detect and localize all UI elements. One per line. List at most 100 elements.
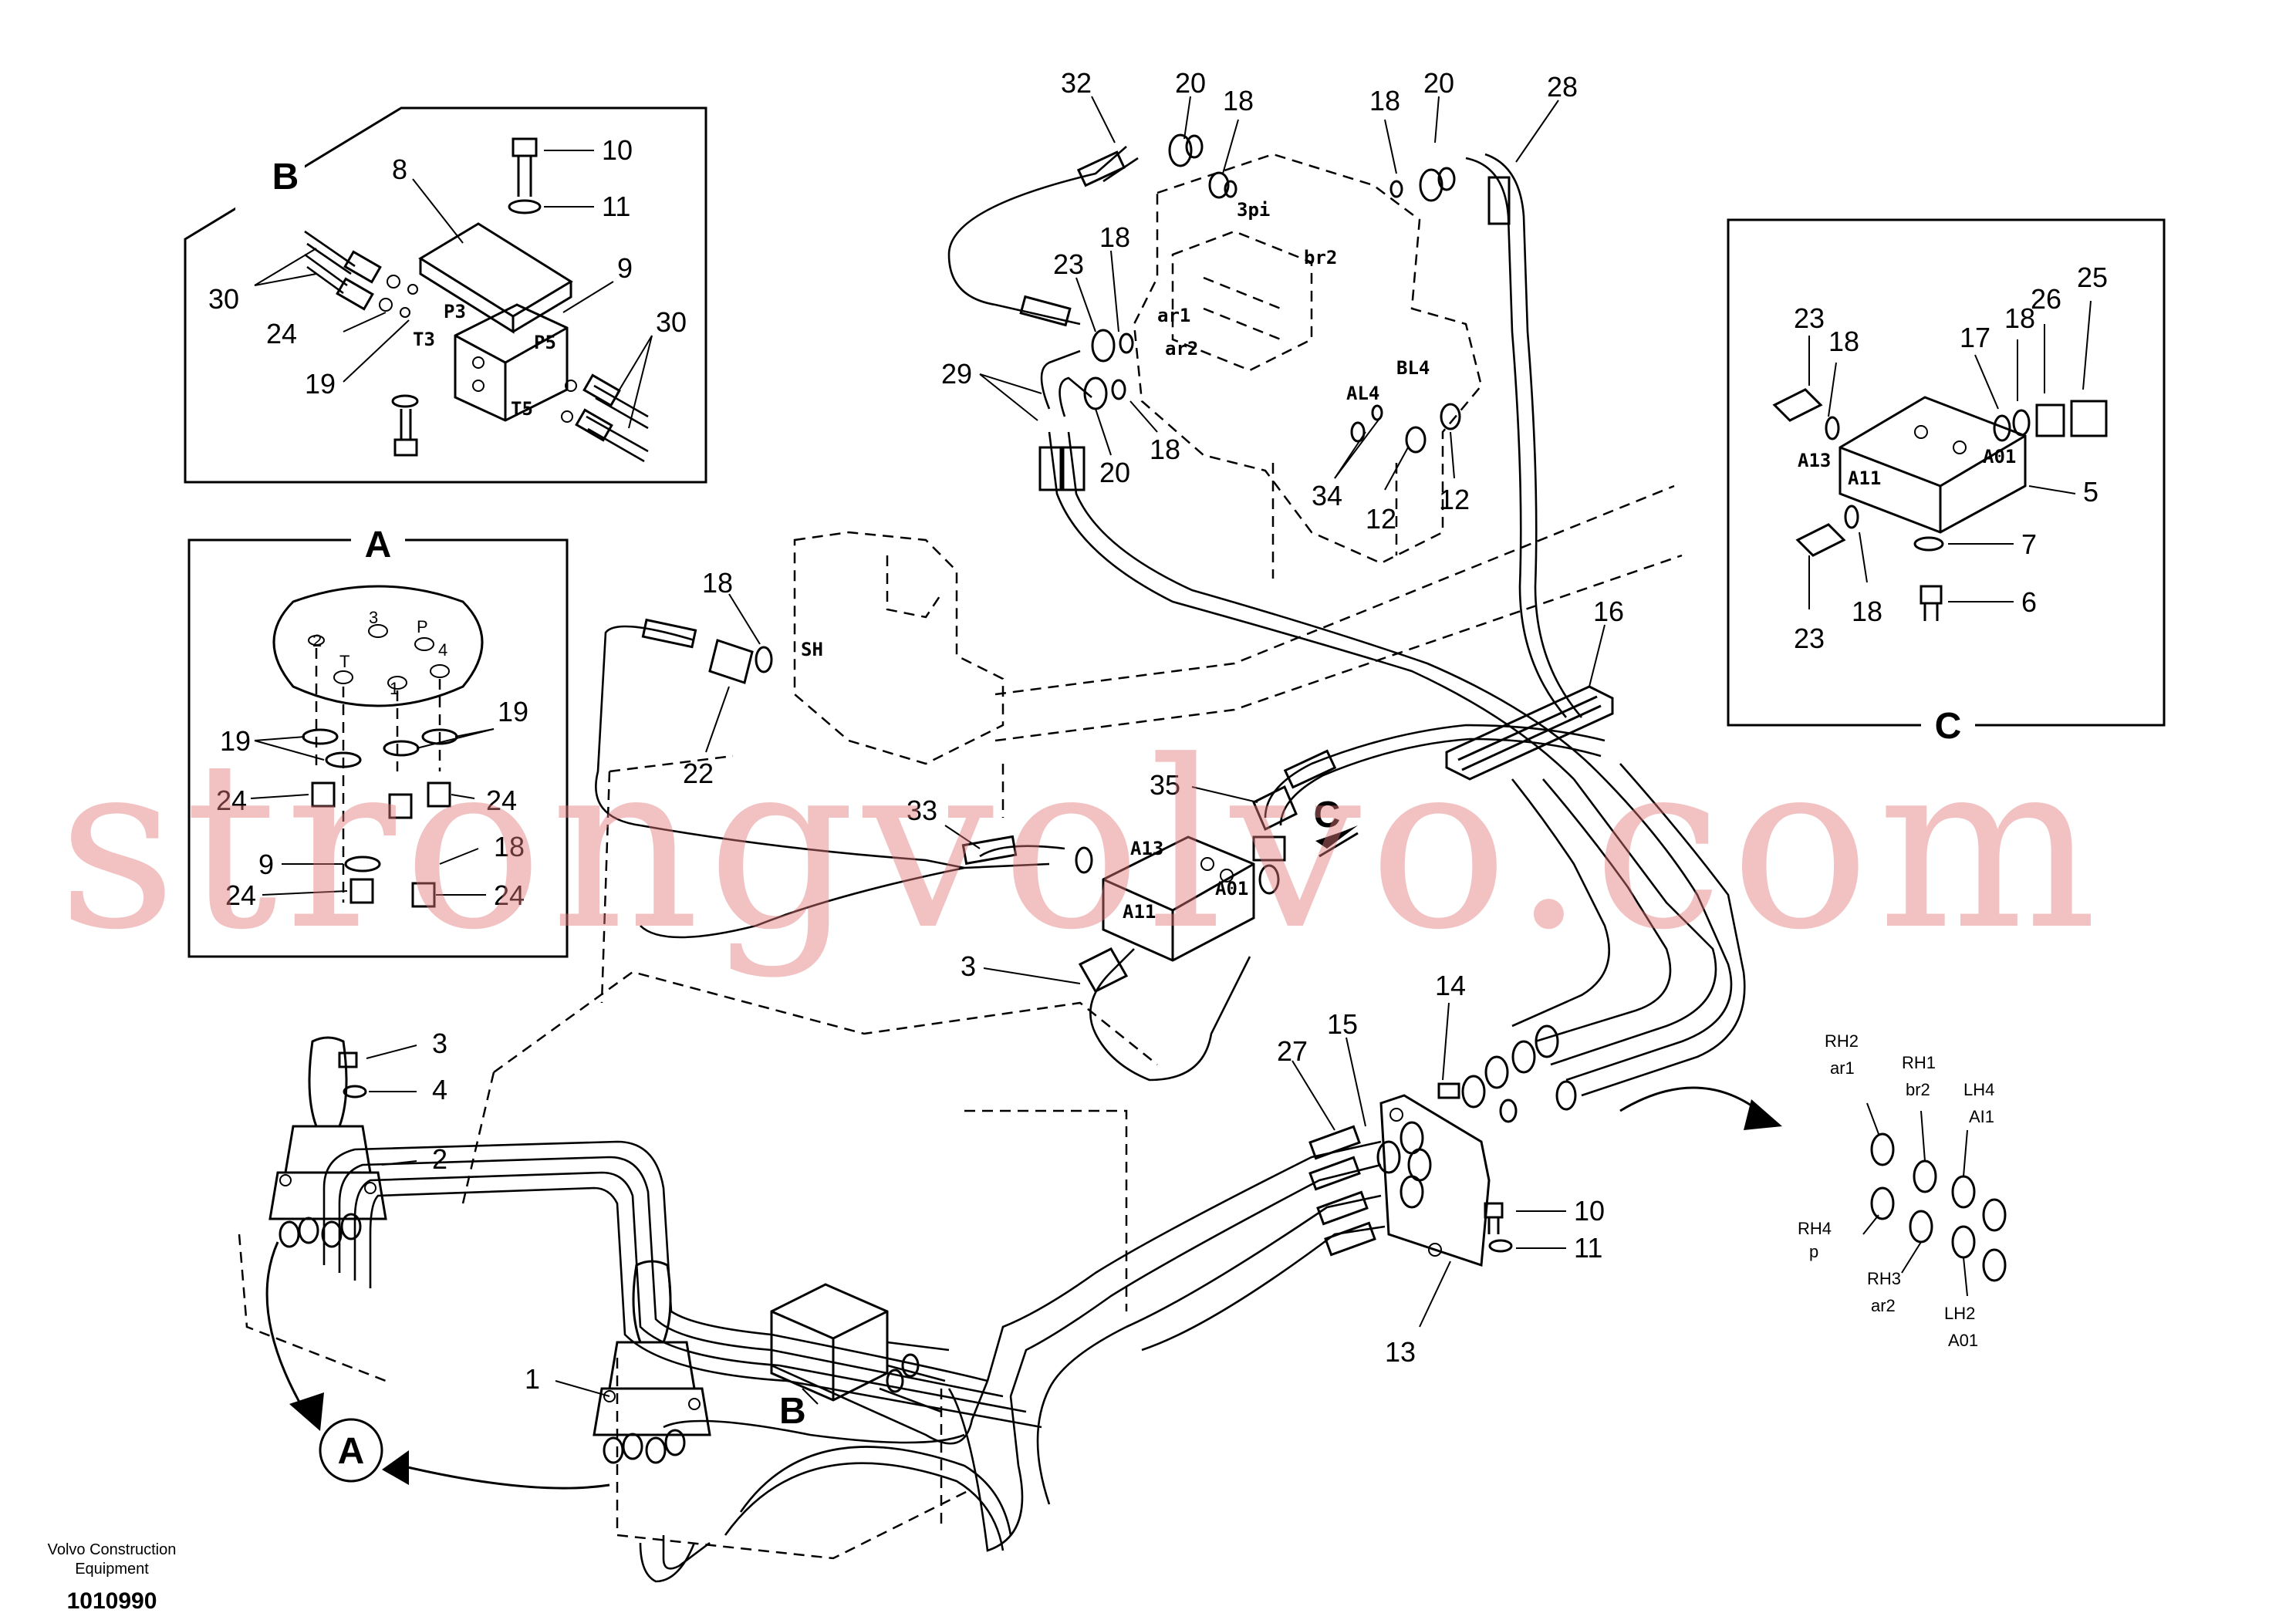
part-20-top-left: 20 — [1175, 67, 1206, 99]
map-lh2: LH2 — [1944, 1304, 1975, 1323]
part-3-joystick: 3 — [432, 1028, 447, 1059]
detail-view-b: B P3 T3 P5 T5 — [184, 106, 707, 484]
map-rh2: RH2 — [1825, 1031, 1859, 1051]
map-ai1: AI1 — [1969, 1107, 1994, 1126]
view-c-label: C — [1935, 706, 1962, 747]
map-rh1: RH1 — [1902, 1053, 1936, 1072]
c-port-a13: A13 — [1798, 450, 1831, 471]
callout-c-marker: C — [1314, 795, 1341, 835]
part-18-c-right: 18 — [2004, 302, 2035, 334]
port-p3: P3 — [444, 301, 466, 322]
c-port-a01: A01 — [1983, 446, 2016, 467]
part-9: 9 — [617, 252, 633, 284]
part-4: 4 — [432, 1074, 447, 1105]
part-22: 22 — [683, 758, 714, 789]
pad-port-3: 3 — [369, 608, 378, 627]
part-20-top-right: 20 — [1423, 67, 1454, 99]
part-34: 34 — [1312, 480, 1342, 511]
part-24-b: 24 — [266, 318, 297, 349]
part-12-right: 12 — [1439, 484, 1470, 515]
port-sh: SH — [801, 639, 823, 660]
part-33: 33 — [907, 795, 937, 826]
pad-port-4: 4 — [438, 640, 447, 660]
view-a-label: A — [365, 525, 392, 565]
part-18-main-upper: 18 — [1099, 221, 1130, 253]
part-27: 27 — [1277, 1035, 1308, 1067]
part-5: 5 — [2083, 476, 2098, 508]
company-line-2: Equipment — [75, 1561, 149, 1578]
c-port-a11: A11 — [1848, 467, 1881, 489]
drawing-number: 1010990 — [67, 1588, 157, 1614]
pad-port-2: 2 — [312, 631, 322, 650]
port-ar1: ar1 — [1157, 305, 1190, 326]
port-p5: P5 — [534, 332, 556, 353]
port-br2: br2 — [1304, 247, 1337, 268]
view-b-label: B — [272, 157, 299, 197]
watermark: strongvolvo.com — [58, 711, 2105, 980]
port-a11: A11 — [1123, 901, 1156, 923]
part-15: 15 — [1327, 1008, 1358, 1040]
connector-port-map: RH2 ar1 RH1 br2 LH4 AI1 RH4 p RH3 ar2 LH… — [1798, 1031, 2007, 1350]
part-11-main: 11 — [1574, 1232, 1602, 1264]
pad-port-t: T — [339, 652, 349, 671]
part-23-main: 23 — [1053, 248, 1084, 280]
part-25: 25 — [2077, 262, 2108, 293]
part-32: 32 — [1061, 67, 1092, 99]
part-35: 35 — [1150, 769, 1180, 801]
callout-a-marker: A — [338, 1431, 365, 1472]
part-24-a-bottom: 24 — [225, 879, 256, 911]
port-t5: T5 — [511, 398, 533, 420]
part-10-main: 10 — [1574, 1195, 1605, 1227]
part-24-a-right: 24 — [486, 785, 517, 816]
part-13: 13 — [1385, 1336, 1416, 1368]
part-14: 14 — [1435, 970, 1466, 1001]
pad-port-p: P — [417, 617, 428, 636]
part-18-top-right: 18 — [1369, 85, 1400, 116]
control-valve-outline: 3pi br2 ar1 ar2 AL4 BL4 — [1083, 133, 1483, 579]
port-t3: T3 — [413, 329, 435, 350]
part-1: 1 — [525, 1363, 540, 1395]
part-19-a-right: 19 — [498, 696, 528, 727]
part-18-c-top: 18 — [1828, 326, 1859, 357]
part-23-c-top: 23 — [1794, 302, 1825, 334]
detail-view-c: C A13 A11 A01 23 18 17 18 26 25 5 7 6 23… — [1727, 218, 2166, 747]
port-al4: AL4 — [1346, 383, 1379, 404]
map-ar2: ar2 — [1871, 1296, 1896, 1315]
part-9-a: 9 — [258, 849, 274, 880]
port-a13: A13 — [1130, 838, 1163, 859]
map-rh3: RH3 — [1867, 1269, 1901, 1288]
port-a01: A01 — [1215, 878, 1248, 899]
map-rh4: RH4 — [1798, 1219, 1832, 1238]
map-ar1: ar1 — [1830, 1058, 1855, 1078]
part-18-swing: 18 — [702, 567, 733, 599]
main-callouts: 32 20 18 18 20 28 23 18 29 20 18 34 12 1… — [366, 67, 1624, 1397]
part-2: 2 — [432, 1143, 447, 1175]
turret-outline: SH — [600, 484, 1683, 1004]
part-3-hose: 3 — [961, 950, 976, 982]
part-24-a-left: 24 — [216, 785, 247, 816]
part-12-left: 12 — [1366, 503, 1396, 535]
cab-view-b-marker: B — [779, 1391, 806, 1432]
part-8: 8 — [392, 154, 407, 185]
part-6: 6 — [2021, 586, 2037, 618]
part-30-right: 30 — [656, 306, 687, 338]
map-p: p — [1809, 1242, 1818, 1261]
map-lh4: LH4 — [1963, 1080, 1994, 1099]
part-16: 16 — [1593, 596, 1624, 627]
detail-view-a: A 3 P 2 T 4 1 19 19 24 24 — [187, 525, 569, 958]
port-bl4: BL4 — [1396, 357, 1430, 379]
part-18-top-left: 18 — [1223, 85, 1254, 116]
view-arrows: A C — [265, 795, 1782, 1490]
company-line-1: Volvo Construction — [48, 1541, 177, 1558]
part-7: 7 — [2021, 528, 2037, 560]
part-11: 11 — [602, 191, 630, 222]
map-a01: A01 — [1948, 1331, 1978, 1350]
part-20-main: 20 — [1099, 457, 1130, 488]
part-10: 10 — [602, 134, 633, 166]
part-18-a: 18 — [494, 831, 525, 862]
part-30-left: 30 — [208, 283, 239, 315]
port-ar2: ar2 — [1165, 338, 1198, 359]
part-18-main-lower: 18 — [1150, 434, 1180, 465]
